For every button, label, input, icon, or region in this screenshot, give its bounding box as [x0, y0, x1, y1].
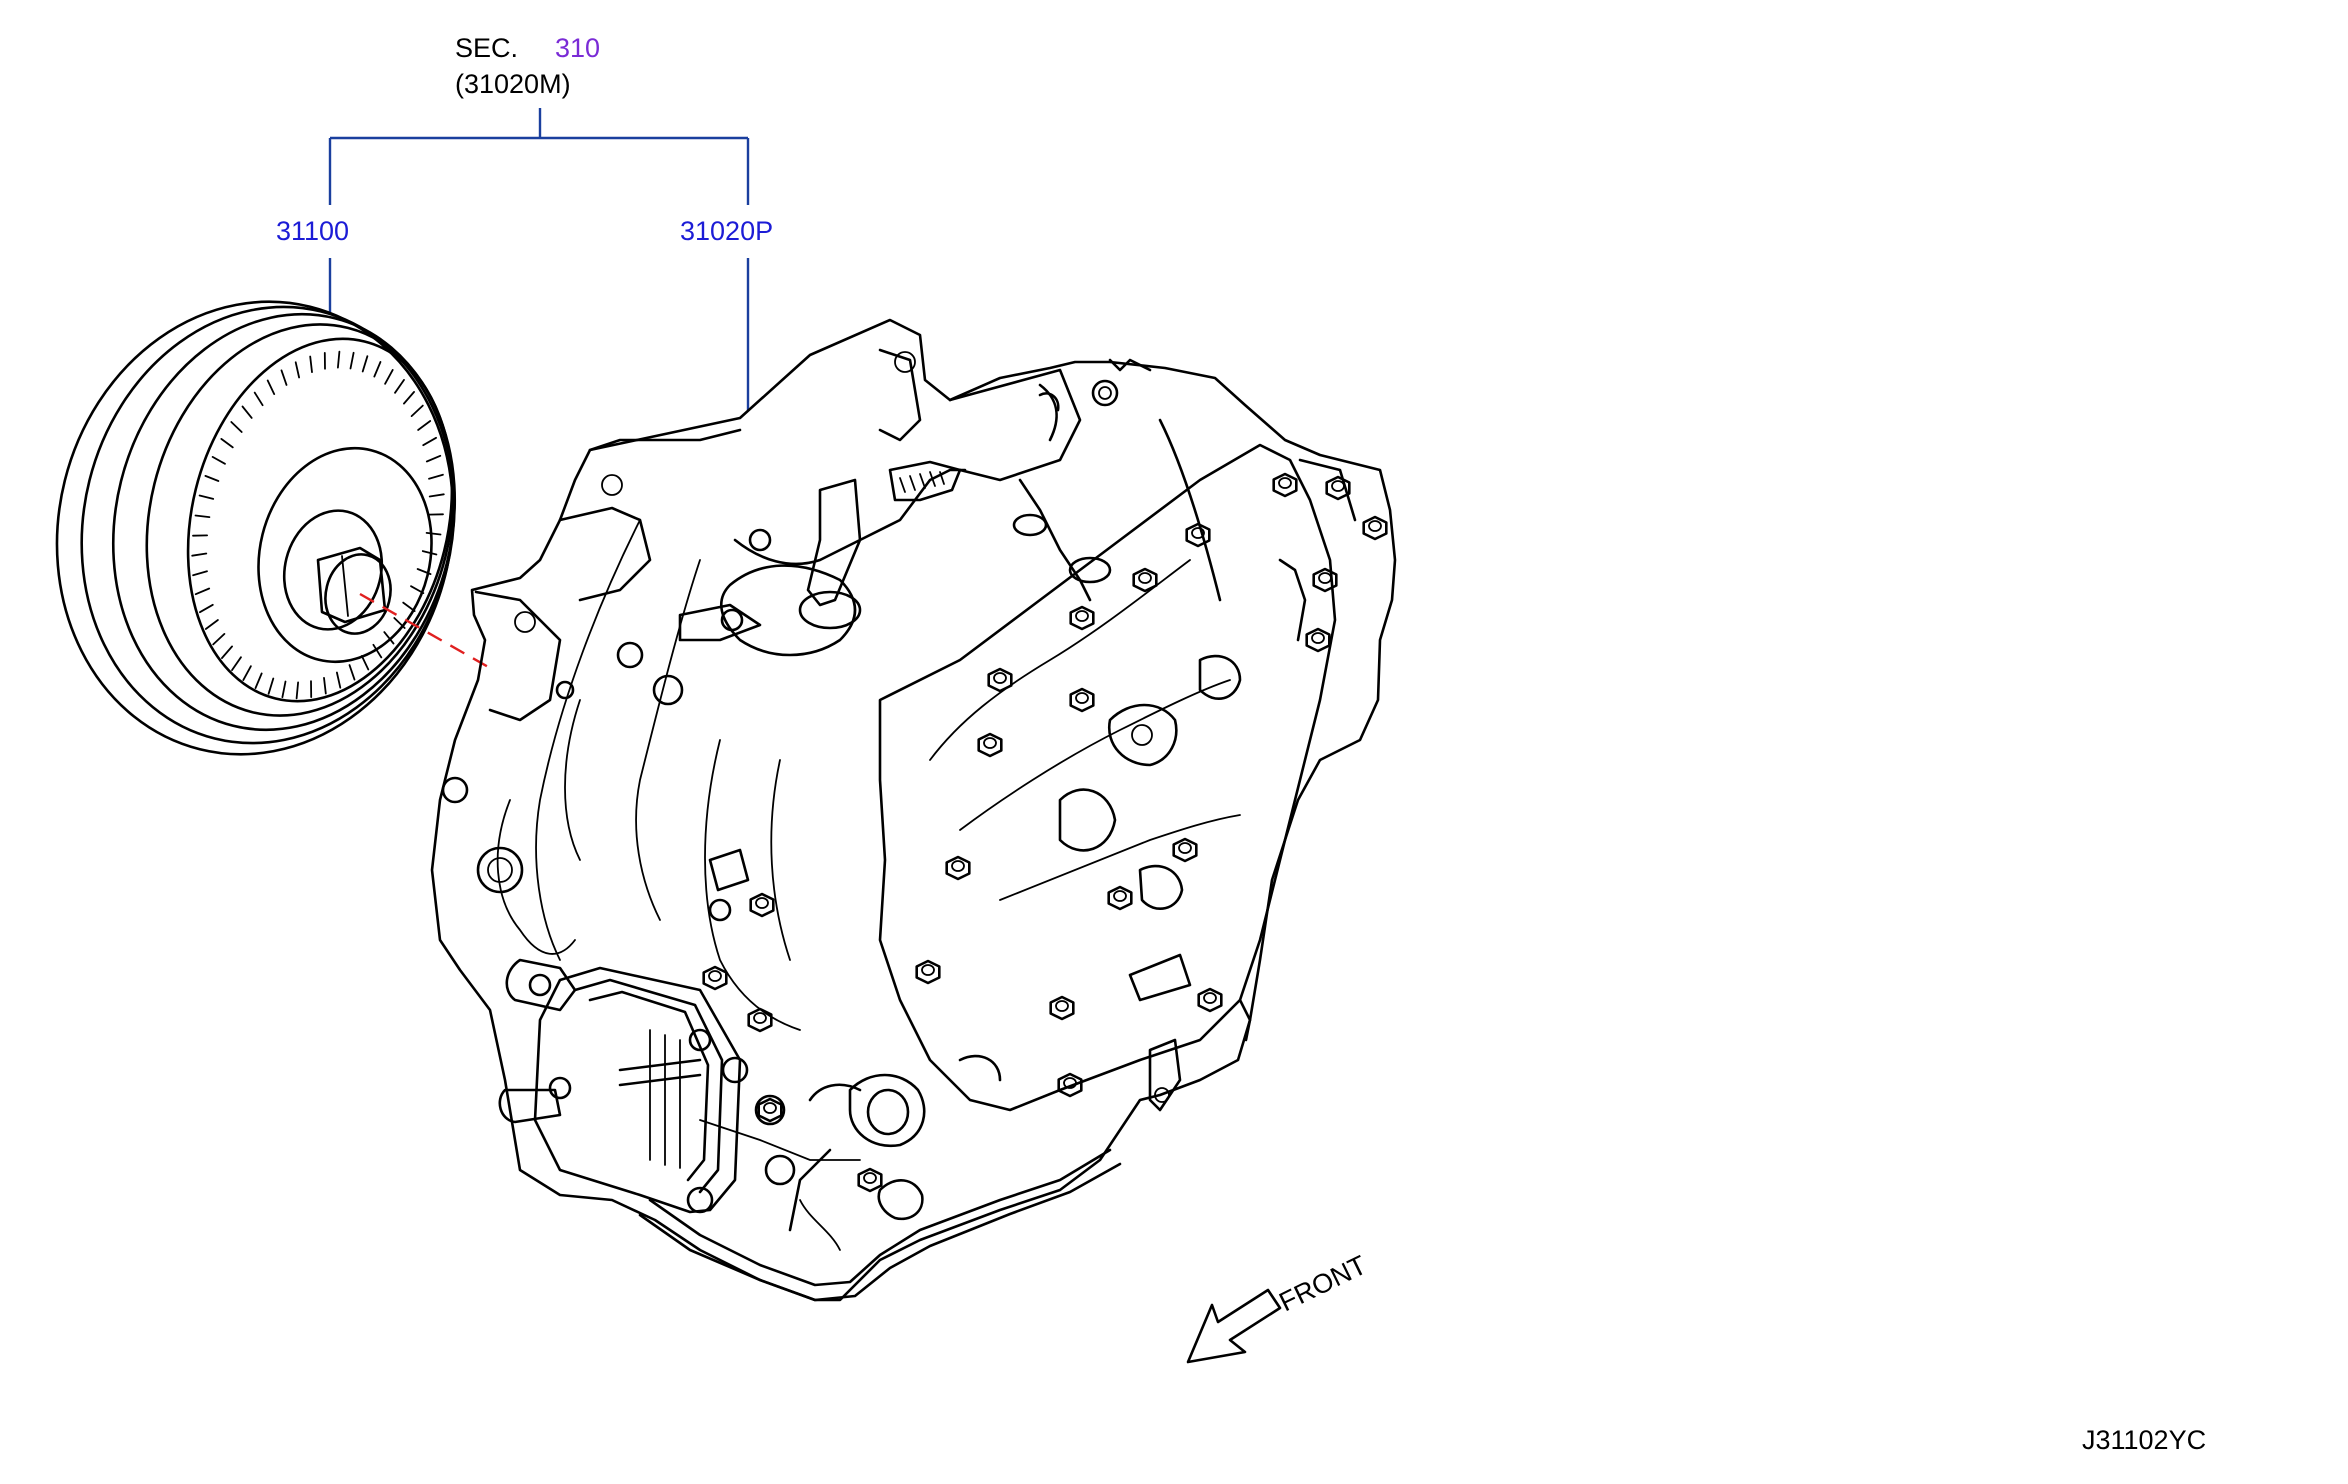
part-number-31020p-link[interactable]: 31020P [680, 216, 773, 246]
diagram-code: J31102YC [2082, 1425, 2206, 1455]
section-number-link[interactable]: 310 [555, 33, 600, 63]
assembly-code: (31020M) [455, 69, 571, 99]
torque-converter-drawing [55, 300, 457, 756]
housing-bolts [702, 472, 1388, 1193]
front-arrow-icon [1186, 1288, 1282, 1364]
section-prefix: SEC. [455, 33, 518, 63]
callout-bracket [328, 108, 750, 205]
part-number-31100-link[interactable]: 31100 [276, 216, 349, 246]
front-label: FRONT [1274, 1250, 1371, 1318]
front-direction-indicator: FRONT [1186, 1250, 1371, 1364]
callout-leaders [328, 258, 750, 410]
transaxle-assembly-drawing [430, 318, 1397, 1302]
